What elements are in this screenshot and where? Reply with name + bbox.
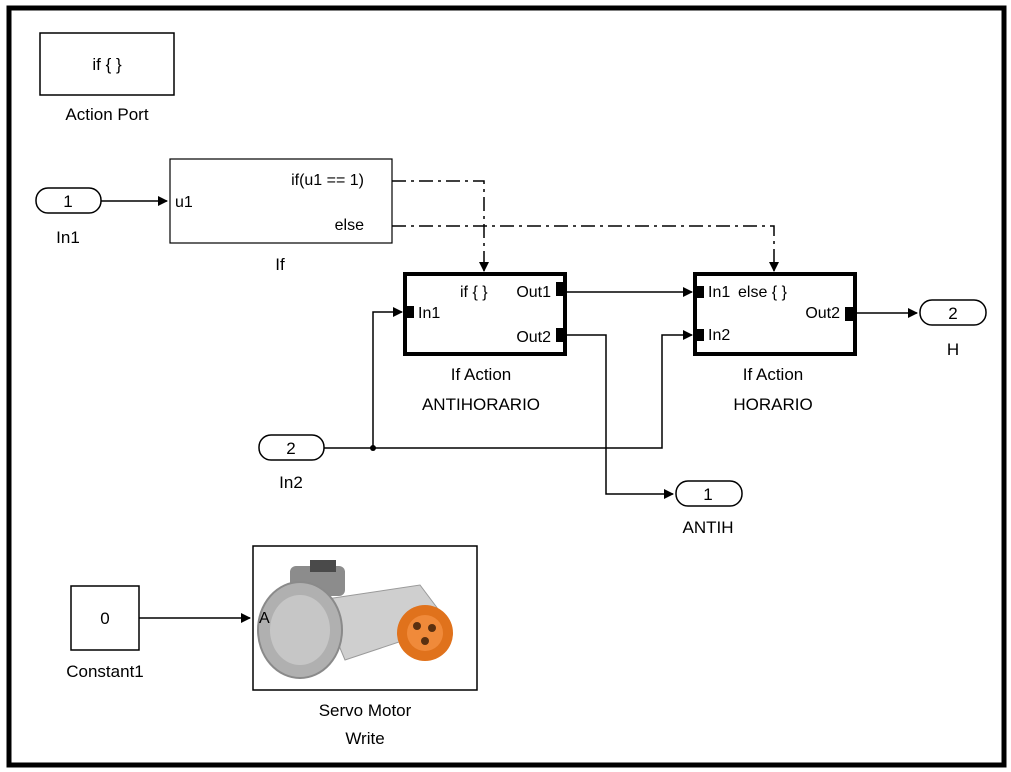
- servo-motor-block[interactable]: A: [252, 545, 478, 691]
- constant1-block[interactable]: 0: [70, 585, 140, 651]
- if-output-else: else: [335, 217, 364, 234]
- if-output-1: if(u1 == 1): [291, 172, 364, 189]
- branch-point: [370, 445, 376, 451]
- inport-in1[interactable]: 1: [35, 187, 102, 214]
- outport-h[interactable]: 2: [919, 299, 987, 326]
- horario-out2-label: Out2: [805, 305, 840, 322]
- h-number: 2: [948, 304, 957, 323]
- antihorario-port-out2: [556, 328, 564, 342]
- servo-port-a: A: [259, 610, 270, 627]
- line-in2-to-horario-in2: [373, 330, 693, 449]
- antihorario-label-2: ANTIHORARIO: [422, 395, 540, 414]
- antihorario-port-in1: [406, 306, 414, 318]
- inport-in2[interactable]: 2: [258, 434, 325, 461]
- diagram-frame: [6, 5, 1007, 768]
- in2-number: 2: [286, 439, 295, 458]
- if-label: If: [275, 255, 285, 274]
- antihorario-action-label: if { }: [460, 284, 488, 301]
- outport-antih[interactable]: 1: [675, 480, 743, 507]
- horario-in2-label: In2: [708, 327, 730, 344]
- constant1-label: Constant1: [66, 662, 144, 681]
- in1-number: 1: [63, 192, 72, 211]
- action-port-label: Action Port: [65, 105, 148, 124]
- horario-label-2: HORARIO: [733, 395, 812, 414]
- if-input-port: u1: [175, 194, 193, 211]
- in2-label: In2: [279, 473, 303, 492]
- line-in2-to-antihorario-in1: [324, 307, 403, 449]
- horario-action-label: else { }: [738, 284, 788, 301]
- in1-label: In1: [56, 228, 80, 247]
- antihorario-label-1: If Action: [451, 365, 511, 384]
- servo-label-2: Write: [345, 729, 384, 748]
- horario-port-in1: [696, 286, 704, 298]
- h-label: H: [947, 340, 959, 359]
- servo-motor-image: [257, 560, 453, 679]
- servo-label-1: Servo Motor: [319, 701, 412, 720]
- antih-number: 1: [703, 485, 712, 504]
- antihorario-in1-label: In1: [418, 305, 440, 322]
- horario-subsystem[interactable]: In1 else { } In2 Out2: [693, 272, 857, 356]
- horario-port-out2: [845, 307, 853, 321]
- horario-label-1: If Action: [743, 365, 803, 384]
- horario-in1-label: In1: [708, 284, 730, 301]
- antihorario-port-out1: [556, 282, 564, 296]
- horario-port-in2: [696, 329, 704, 341]
- antihorario-subsystem[interactable]: In1 if { } Out1 Out2: [403, 272, 567, 356]
- line-else-action-horario: [392, 225, 779, 272]
- action-port-block[interactable]: if { }: [39, 32, 175, 96]
- line-out2-to-antih: [565, 334, 674, 499]
- signal-lines: [101, 180, 918, 623]
- antih-label: ANTIH: [683, 518, 734, 537]
- antihorario-out2-label: Out2: [516, 329, 551, 346]
- if-block[interactable]: u1 if(u1 == 1) else: [169, 158, 393, 244]
- antihorario-out1-label: Out1: [516, 284, 551, 301]
- constant1-value: 0: [100, 609, 109, 628]
- action-port-text: if { }: [92, 55, 122, 74]
- line-if-action-antihorario: [392, 180, 489, 272]
